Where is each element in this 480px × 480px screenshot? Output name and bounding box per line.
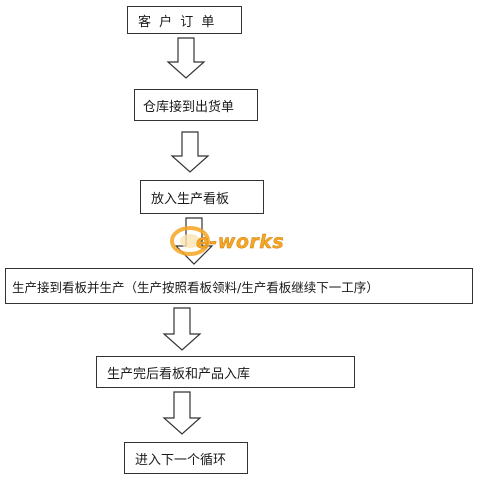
step-label: 仓库接到出货单 xyxy=(143,99,235,115)
down-arrow-icon xyxy=(162,391,202,435)
step-label: 放入生产看板 xyxy=(151,191,230,207)
step-customer-order: 客 户 订 单 xyxy=(127,6,242,34)
step-label: 生产完后看板和产品入库 xyxy=(107,366,251,382)
step-next-cycle: 进入下一个循环 xyxy=(124,442,248,474)
step-warehouse-receive: 仓库接到出货单 xyxy=(134,89,258,121)
step-label: 生产接到看板并生产（生产按照看板领料/生产看板继续下一工序） xyxy=(12,279,379,295)
watermark-text: e-works xyxy=(196,231,284,253)
down-arrow-icon xyxy=(166,37,206,79)
down-arrow-icon xyxy=(162,307,202,351)
step-label: 进入下一个循环 xyxy=(135,452,227,468)
step-label: 客 户 订 单 xyxy=(138,14,217,30)
step-production-receive-kanban: 生产接到看板并生产（生产按照看板领料/生产看板继续下一工序） xyxy=(5,268,473,304)
eworks-watermark-logo: e-works xyxy=(170,226,284,256)
step-finish-and-store: 生产完后看板和产品入库 xyxy=(96,356,355,388)
step-put-kanban: 放入生产看板 xyxy=(140,180,264,214)
down-arrow-icon xyxy=(170,131,210,173)
